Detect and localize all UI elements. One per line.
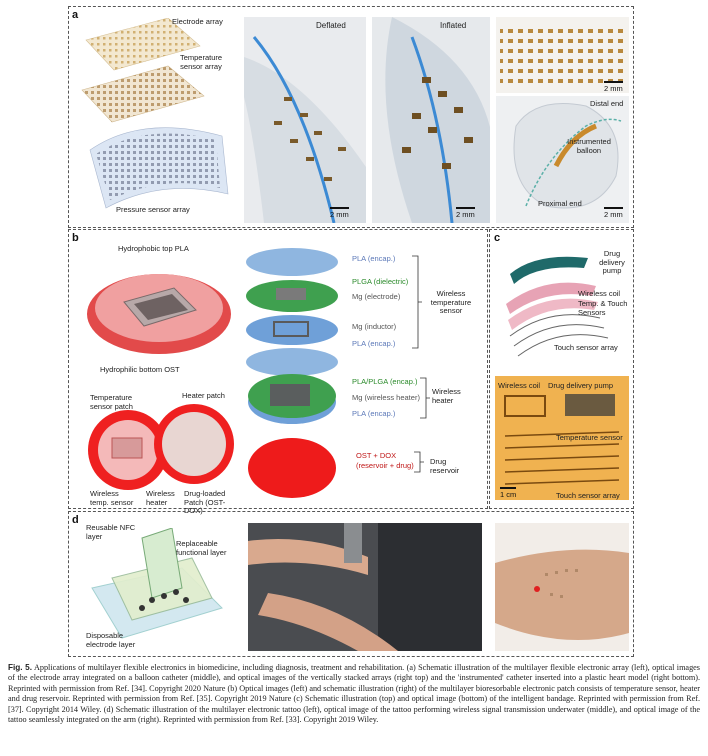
patches-photo <box>88 404 234 490</box>
label-drug-loaded-patch: Drug-loaded Patch (OST-DOX) <box>184 489 226 515</box>
label-reusable-nfc-layer: Reusable NFC layer <box>86 523 136 541</box>
panel-d-label: d <box>72 514 79 526</box>
panel-b-label: b <box>72 232 79 244</box>
wireless-heater-bracket <box>420 377 430 419</box>
layer-reservoir-drug: (reservoir + drug) <box>356 461 414 470</box>
label-drug-delivery-pump: Drug delivery pump <box>599 249 625 275</box>
scale-bar-bandage: 1 cm <box>500 487 517 499</box>
label-replaceable-functional-layer: Replaceable functional layer <box>176 539 227 557</box>
label-electrode-array: Electrode array <box>172 17 223 26</box>
drug-reservoir-disk <box>248 438 336 498</box>
photo-label-wireless-coil: Wireless coil <box>498 381 541 390</box>
panel-d <box>68 511 634 657</box>
wireless-heater-stack <box>248 374 336 424</box>
bioresorbable-patch-image <box>87 274 231 354</box>
label-distal-end: Distal end <box>590 99 624 108</box>
label-wireless-heater: Wireless heater <box>146 489 175 507</box>
layer-pla-plga-encap: PLA/PLGA (encap.) <box>352 377 418 386</box>
scale-bar-inflated: 2 mm <box>456 207 475 219</box>
title-deflated: Deflated <box>316 21 346 30</box>
photo-label-temperature-sensor: Temperature sensor <box>556 433 623 442</box>
electronic-tattoo-schematic <box>91 528 223 639</box>
title-inflated: Inflated <box>440 21 467 30</box>
photo-inflated-balloon <box>372 17 490 223</box>
photo-label-drug-delivery-pump: Drug delivery pump <box>548 381 614 390</box>
panel-b <box>68 229 488 509</box>
label-temperature-sensor-array: Temperature sensor array <box>179 53 223 71</box>
panel-a <box>68 6 634 228</box>
label-temperature-sensor-patch: Temperature sensor patch <box>90 393 133 411</box>
label-wireless-temp-sensor: Wireless temp. sensor <box>90 489 134 507</box>
temperature-sensor-layer-stack <box>246 248 338 376</box>
caption-fig-label: Fig. 5. <box>8 663 32 672</box>
photo-stacked-arrays <box>496 17 629 93</box>
group-wireless-heater: Wireless heater <box>432 387 461 405</box>
caption-text: Applications of multilayer flexible elec… <box>8 663 700 725</box>
drug-reservoir-bracket <box>414 451 424 473</box>
multilayer-array-schematic <box>81 18 229 209</box>
group-wireless-temperature-sensor: Wireless temperature sensor <box>430 289 472 315</box>
intelligent-bandage-photo <box>495 376 629 500</box>
label-instrumented-balloon: Instrumented balloon <box>567 137 611 155</box>
scale-bar-deflated: 2 mm <box>330 207 349 219</box>
figure-caption: Fig. 5. Applications of multilayer flexi… <box>8 663 700 725</box>
panel-a-label: a <box>72 9 79 21</box>
group-drug-reservoir: Drug reservoir <box>430 457 460 475</box>
layer-pla-encap-top: PLA (encap.) <box>352 254 396 263</box>
photo-tattoo-underwater <box>248 523 482 651</box>
label-wireless-coil: Wireless coil <box>578 289 621 298</box>
layer-pla-encap-heater: PLA (encap.) <box>352 409 396 418</box>
photo-label-touch-sensor-array: Touch sensor array <box>556 491 620 500</box>
layer-mg-electrode: Mg (electrode) <box>352 292 401 301</box>
layer-ost-dox: OST + DOX <box>356 451 397 460</box>
scale-bar-heart: 2 mm <box>604 207 623 219</box>
label-hydrophilic-bottom-ost: Hydrophilic bottom OST <box>100 365 180 374</box>
layer-pla-encap-bottom: PLA (encap.) <box>352 339 396 348</box>
photo-tattoo-on-arm <box>495 523 629 651</box>
panel-c-label: c <box>494 232 501 244</box>
label-disposable-electrode-layer: Disposable electrode layer <box>86 631 136 649</box>
layer-mg-wireless-heater: Mg (wireless heater) <box>352 393 420 402</box>
temperature-sensor-bracket <box>412 255 422 349</box>
panel-c <box>489 229 634 509</box>
label-hydrophobic-top-pla: Hydrophobic top PLA <box>118 244 189 253</box>
layer-plga-dielectric: PLGA (dielectric) <box>352 277 409 286</box>
label-pressure-sensor-array: Pressure sensor array <box>116 205 190 214</box>
scale-bar-stacked: 2 mm <box>604 81 623 93</box>
label-heater-patch: Heater patch <box>182 391 225 400</box>
photo-heart-model <box>496 96 629 223</box>
label-temp-touch-sensors: Temp. & Touch Sensors <box>578 299 628 317</box>
label-touch-sensor-array: Touch sensor array <box>554 343 618 352</box>
label-proximal-end: Proximal end <box>538 199 582 208</box>
photo-deflated-balloon <box>244 17 366 223</box>
intelligent-bandage-schematic <box>506 256 609 357</box>
layer-mg-inductor: Mg (inductor) <box>352 322 397 331</box>
